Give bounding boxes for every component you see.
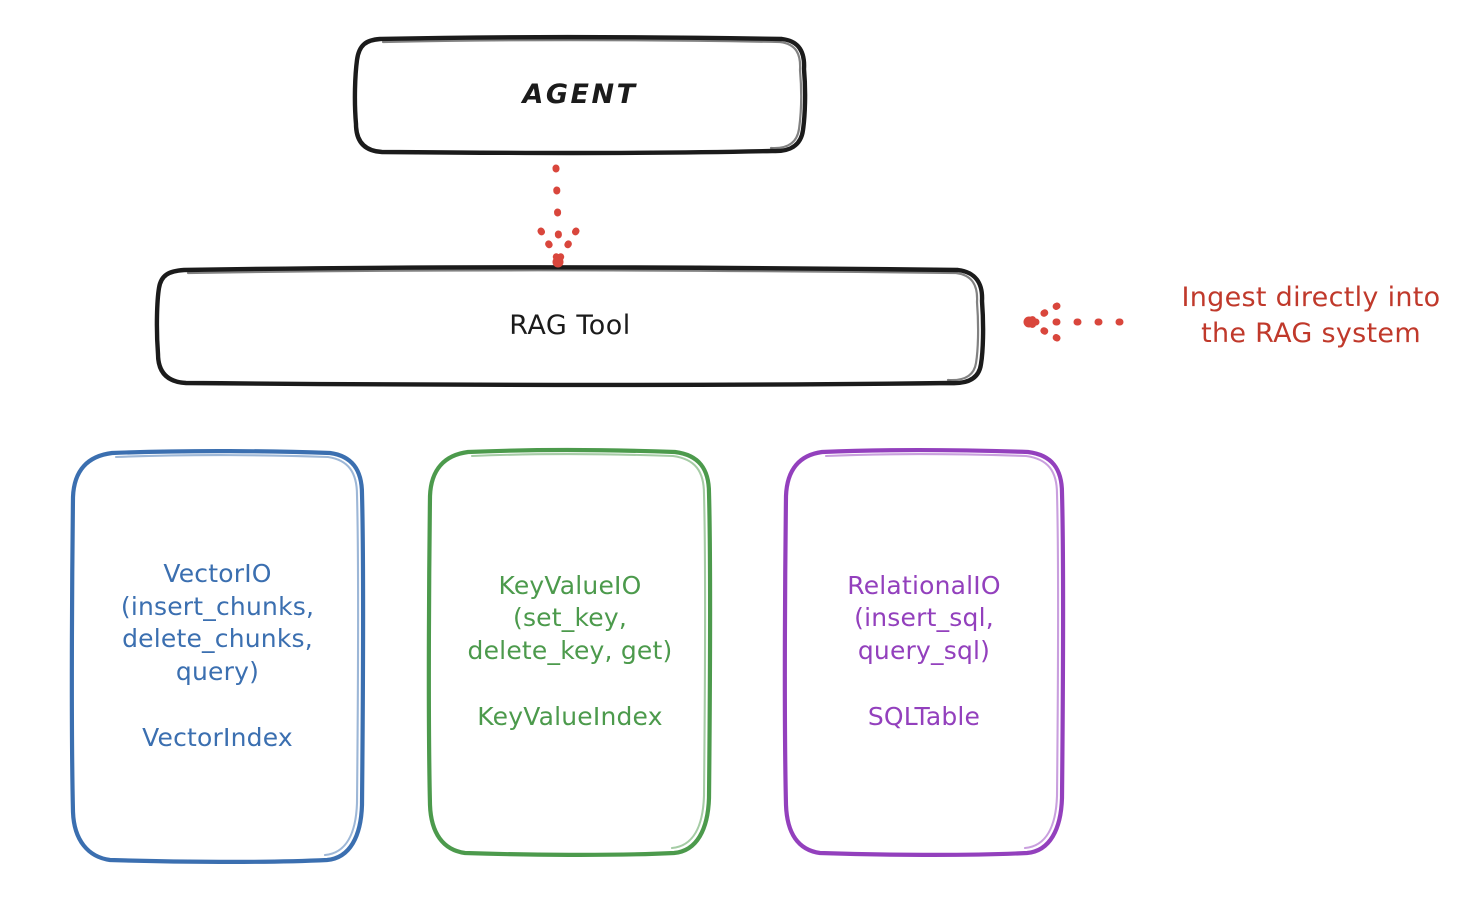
- agent-node[interactable]: AGENT: [355, 38, 805, 152]
- agent-label: AGENT: [522, 79, 638, 111]
- agent-box-outline: [352, 34, 808, 156]
- vector-io-box-outline: [69, 449, 366, 864]
- rag-tool-label: RAG Tool: [509, 309, 631, 341]
- key-value-io-node[interactable]: KeyValueIO (set_key, delete_key, get) Ke…: [430, 450, 710, 853]
- relational-io-node[interactable]: RelationalIO (insert_sql, query_sql) SQL…: [786, 450, 1062, 853]
- relational-io-api-label: RelationalIO (insert_sql, query_sql): [847, 570, 1001, 665]
- sql-table-label: SQLTable: [867, 702, 981, 731]
- vector-io-node[interactable]: VectorIO (insert_chunks, delete_chunks, …: [72, 452, 363, 861]
- ingest-to-rag-arrow: [1023, 302, 1124, 342]
- rag-tool-box-outline: [154, 265, 986, 388]
- key-value-io-api-label: KeyValueIO (set_key, delete_key, get): [467, 570, 673, 665]
- ingest-annotation-label: Ingest directly into the RAG system: [1181, 282, 1441, 349]
- vector-index-label: VectorIndex: [142, 723, 293, 753]
- key-value-io-box-outline: [426, 448, 713, 857]
- vector-io-api-label: VectorIO (insert_chunks, delete_chunks, …: [120, 559, 315, 686]
- rag-tool-node[interactable]: RAG Tool: [157, 268, 983, 383]
- agent-to-rag-arrow: [537, 164, 580, 268]
- relational-io-box-outline: [782, 448, 1066, 857]
- key-value-index-label: KeyValueIndex: [477, 702, 663, 731]
